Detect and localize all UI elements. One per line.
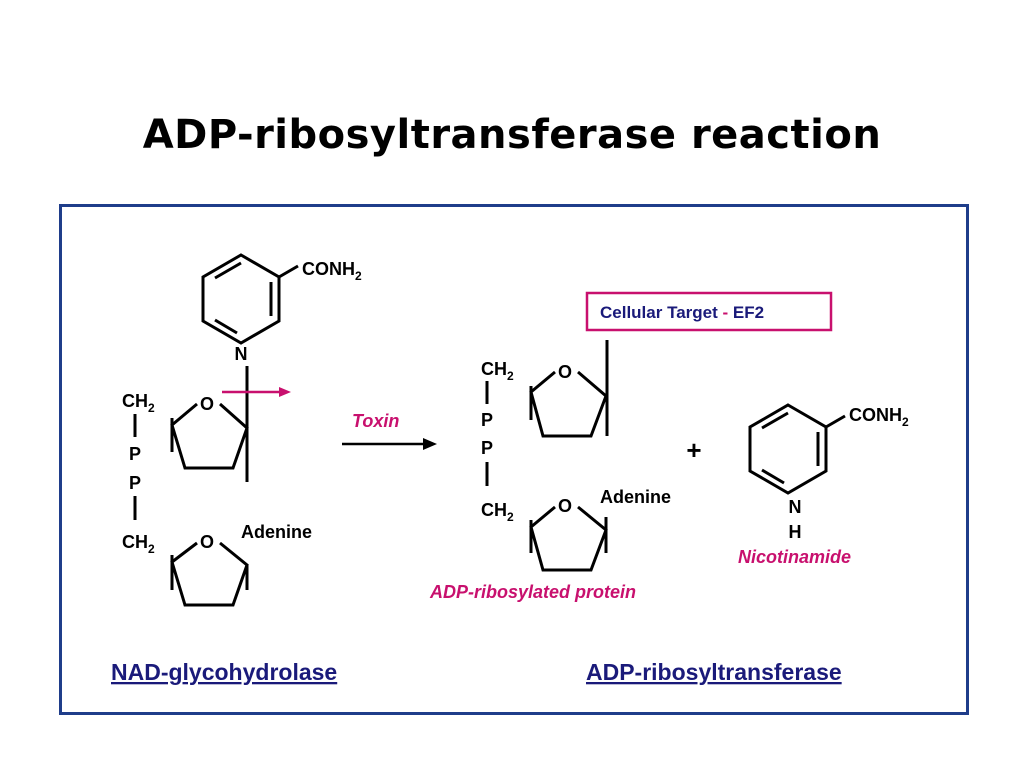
product-ch2-top-label: CH2 (481, 359, 514, 383)
product-adenine-label: Adenine (600, 487, 671, 507)
nicotinamide-double-bond (761, 468, 785, 485)
cellular-target-label: Cellular Target - EF2 (600, 303, 764, 322)
reaction-arrowhead (423, 438, 437, 450)
adp-ribosyltransferase-link[interactable]: ADP-ribosyltransferase (586, 659, 842, 685)
nad-ch2-bottom-label: CH2 (122, 532, 155, 556)
nad-amide-bond (278, 264, 299, 279)
nicotinamide-nitrogen-label: N (789, 497, 802, 517)
nad-adenine-label: Adenine (241, 522, 312, 542)
nicotinamide-amide-bond (825, 414, 846, 429)
nad-phosphate-1: P (129, 444, 141, 464)
nad-ring-double-bond (214, 318, 238, 335)
nicotinamide-pyridine-ring (748, 403, 828, 495)
nad-phosphate-2: P (129, 473, 141, 493)
nicotinamide-hydrogen-label: H (789, 522, 802, 542)
nad-ch2-top-label: CH2 (122, 391, 155, 415)
nad-glycohydrolase-link[interactable]: NAD-glycohydrolase (111, 659, 337, 685)
product-ch2-bottom-label: CH2 (481, 500, 514, 524)
product-phosphate-1: P (481, 410, 493, 430)
nad-ribose-oxygen-top: O (200, 394, 214, 414)
reaction-panel (59, 204, 969, 715)
nad-ribose-bottom (170, 541, 249, 607)
product-ribose-bottom (529, 505, 608, 572)
product-ribose-top (529, 370, 608, 438)
adp-ribosylated-protein: Cellular Target - EF2 O CH2 P P CH2 O Ad… (429, 291, 833, 602)
nicotinamide-conh2-label: CONH2 (849, 405, 909, 429)
nicotinamide-caption: Nicotinamide (738, 547, 851, 567)
nad-ring-double-bond (214, 261, 242, 280)
nad-molecule: CONH2 N O CH2 P P CH2 O Adenine (122, 253, 362, 607)
nad-ribose-top (170, 402, 249, 470)
cleavage-arrowhead (279, 387, 291, 397)
reaction-arrow-group: Toxin (342, 411, 437, 450)
adp-ribosylated-protein-caption: ADP-ribosylated protein (429, 582, 636, 602)
cellular-target-box (585, 291, 833, 332)
nicotinamide-double-bond (761, 411, 789, 430)
nad-pyridine-ring (201, 253, 281, 345)
product-ribose-oxygen-top: O (558, 362, 572, 382)
plus-sign: + (686, 435, 701, 465)
nad-ribose-oxygen-bottom: O (200, 532, 214, 552)
slide-title: ADP-ribosyltransferase reaction (142, 112, 882, 158)
nad-conh2-label: CONH2 (302, 259, 362, 283)
product-ribose-oxygen-bottom: O (558, 496, 572, 516)
nad-nitrogen-label: N (235, 344, 248, 364)
toxin-label: Toxin (352, 411, 399, 431)
nicotinamide-molecule: CONH2 N H Nicotinamide (738, 403, 909, 567)
product-phosphate-2: P (481, 438, 493, 458)
